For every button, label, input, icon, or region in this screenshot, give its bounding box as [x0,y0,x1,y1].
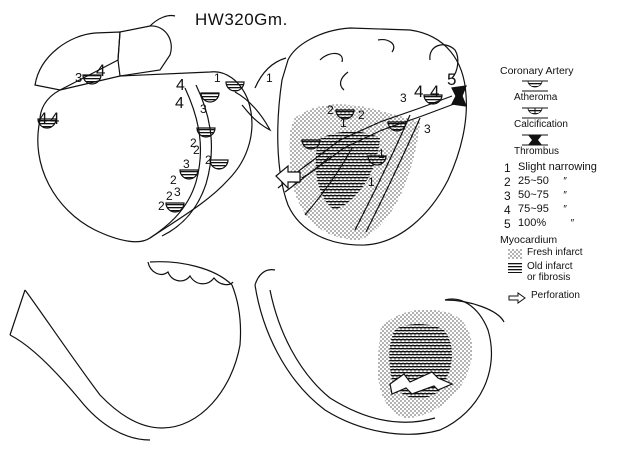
fresh-infarct-swatch-icon [508,249,522,259]
great-vessel-branch [150,15,175,26]
legend-grade-3: 3 50~75 ″ [500,189,618,203]
legend-fresh-infarct: Fresh infarct [508,248,618,259]
legend-thrombus: Thrombus [514,147,618,157]
section-left [10,262,241,440]
lesion-h1-6 [180,170,198,179]
label-h1-i: 4 [50,109,59,128]
perforation-arrow-icon [508,292,526,304]
label-h2-f: 1 [340,116,347,130]
label-h1-h: 3 [200,102,207,116]
label-h2-e: 2 [327,103,334,117]
atheroma-symbol-icon [520,80,550,92]
label-h1-r: 2 [158,199,165,213]
legend-grade-5: 5 100% ″ [500,217,618,231]
legend-grade-1: 1 Slight narrowing [500,161,618,175]
label-h1-e: 1 [266,71,273,85]
section-left-septum-curve [150,262,232,285]
heart-anterior-lesions [38,75,244,212]
legend-coronary-header: Coronary Artery [500,66,618,77]
label-h1-p: 2 [170,173,177,187]
label-h2-a: 3 [400,91,407,105]
calcification-symbol-icon [520,107,550,119]
label-h1-a: 3 [75,70,82,85]
legend-grade-2: 2 25~50 ″ [500,175,618,189]
label-h1-c: 4 [176,77,185,94]
label-h1-d: 1 [214,71,221,85]
atrium-left-curl [320,53,342,62]
section-left-cut-top [10,290,25,335]
pulmonary-trunk [118,26,171,76]
legend-grade-4: 4 75~95 ″ [500,203,618,217]
label-h1-m: 2 [193,143,200,157]
legend-calcification: Calcification [514,120,618,130]
section-left-inner [10,335,150,440]
heart-anterior-outline [38,72,252,242]
thrombus-occlusion [452,86,466,106]
label-h2-h: 3 [424,122,431,136]
label-h1-b: 4 [96,61,105,80]
label-h2-d: 5 [447,70,456,89]
legend-atheroma: Atheroma [514,93,618,103]
legend-perforation: Perforation [508,291,618,304]
lesion-h1-8 [210,160,228,169]
lesion-h1-3 [201,93,219,102]
label-h1-n: 3 [174,185,181,199]
label-h2-b: 4 [414,82,423,101]
label-h2-g: 2 [358,108,365,122]
label-h1-l: 3 [183,157,190,171]
legend-myocardium-header: Myocardium [500,235,618,246]
section-right-top [255,270,275,285]
label-h2-i: 1 [378,147,385,161]
label-h2-c: 4 [430,82,439,101]
lesion-h1-4 [226,82,244,91]
label-h1-g: 4 [38,109,47,128]
old-infarct-swatch-icon [508,263,522,273]
label-h1-o: 2 [205,153,212,167]
atrium-right-curl [378,40,394,52]
thrombus-symbol-icon [520,134,550,146]
diagram-title: HW320Gm. [195,10,288,30]
legend: Coronary Artery Atheroma Calcification T… [500,66,618,304]
label-h2-j: 1 [368,175,375,189]
label-h1-f: 4 [175,95,184,112]
label-h1-q: 2 [166,189,173,203]
section-left-outline [25,285,241,428]
pulmonary-vein-curl [341,72,348,90]
